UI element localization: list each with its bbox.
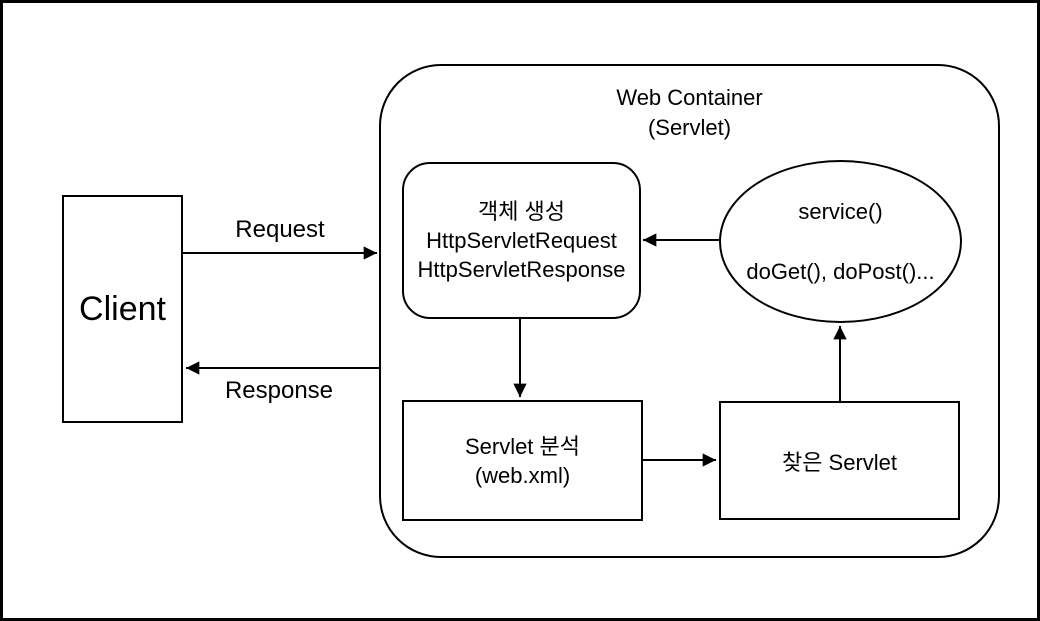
web-container-subtitle: (Servlet) (647, 115, 732, 140)
found-servlet-label: 찾은 Servlet (781, 449, 898, 475)
web-container-title: Web Container (616, 85, 763, 110)
servlet-analysis-node: Servlet 분석 (web.xml) (402, 400, 643, 521)
object-creation-node: 객체 생성 HttpServletRequest HttpServletResp… (402, 162, 641, 319)
object-creation-line2: HttpServletRequest (426, 228, 617, 253)
response-label: Response (224, 377, 334, 404)
servlet-analysis-line2: (web.xml) (474, 462, 571, 488)
service-line1: service() (798, 198, 883, 224)
client-node: Client (62, 195, 183, 423)
web-container-title-block: Web Container (Servlet) (381, 66, 998, 143)
servlet-analysis-line1: Servlet 분석 (464, 433, 581, 459)
object-creation-line1: 객체 생성 (477, 199, 566, 224)
request-label: Request (235, 216, 325, 243)
service-node: service() doGet(), doPost()... (719, 160, 962, 323)
found-servlet-node: 찾은 Servlet (719, 401, 960, 520)
object-creation-line3: HttpServletResponse (417, 257, 626, 282)
service-line2: doGet(), doPost()... (746, 258, 935, 284)
client-label: Client (79, 289, 166, 328)
